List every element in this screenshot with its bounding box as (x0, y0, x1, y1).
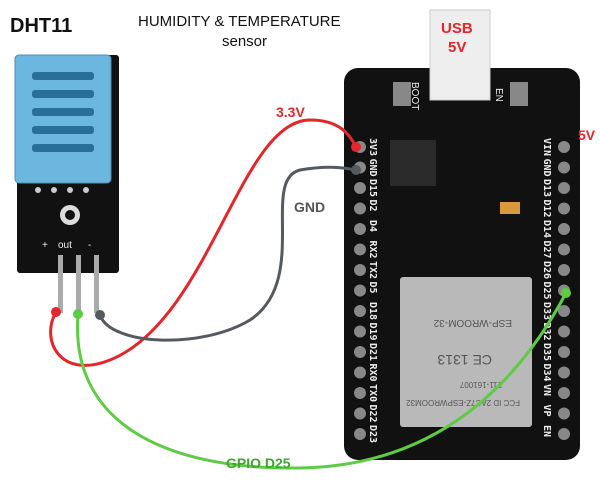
pin-d19 (354, 325, 366, 338)
sensor-pin-out: out (58, 240, 72, 251)
pin-label: D13 (541, 179, 552, 197)
label-gnd: GND (294, 199, 325, 215)
red-wire-end (51, 307, 61, 317)
pin-d27 (558, 243, 570, 256)
sensor-pin-minus: - (88, 240, 91, 251)
pin-d33 (558, 305, 570, 317)
pin-label: D5 (367, 282, 378, 294)
pin-label: VP (541, 405, 552, 417)
subtitle-line2: sensor (222, 33, 267, 50)
pin-label: 3V3 (367, 138, 378, 156)
sensor-pin-plus: + (42, 240, 48, 251)
pin-d18 (354, 305, 366, 317)
pin-gnd (558, 161, 570, 174)
pin-label: RX0 (367, 364, 378, 382)
green-wire-end (73, 309, 83, 319)
pin-label: D33 (541, 302, 552, 320)
wire-gpio-d25 (76, 292, 568, 470)
module-name: ESP-WROOM-32 (433, 317, 512, 328)
pin-label: D4 (367, 220, 378, 232)
label-3v3: 3.3V (276, 104, 305, 120)
boot-button[interactable] (393, 82, 411, 106)
pin-d4 (354, 223, 366, 235)
pin-rx0 (354, 366, 366, 379)
pin-label: D15 (367, 179, 378, 197)
pin-label: D22 (367, 405, 378, 423)
pin-d2 (354, 202, 366, 215)
pin-label: VN (541, 384, 552, 396)
pin-d26 (558, 264, 570, 276)
pin-label: VIN (541, 138, 552, 156)
label-gpio-d25: GPIO D25 (226, 455, 291, 471)
pin-label: D26 (541, 261, 552, 279)
pin-d13 (558, 182, 570, 194)
boot-label: BOOT (409, 82, 420, 110)
pin-d34 (558, 366, 570, 379)
pin-d12 (558, 202, 570, 215)
label-5v: 5V (578, 127, 596, 143)
pin-d5 (354, 284, 366, 297)
pin-label: RX2 (367, 241, 378, 259)
usb-uart-chip (390, 140, 436, 186)
pin-label: EN (541, 425, 552, 437)
usb-connector (429, 9, 491, 101)
pin-d35 (558, 346, 570, 358)
pin-label: TX0 (367, 384, 378, 402)
pin-d32 (558, 325, 570, 338)
en-label: EN (493, 88, 504, 102)
pin-label: D2 (367, 200, 378, 212)
pin-label: D27 (541, 241, 552, 259)
pin-label: D34 (541, 364, 552, 382)
dht11-sensor: + out - (14, 54, 119, 313)
pin-label: GND (541, 159, 552, 177)
pin-label: D18 (367, 302, 378, 320)
pin-label: D23 (367, 425, 378, 443)
esp-wroom-32-module (400, 277, 532, 427)
pin-label: D19 (367, 323, 378, 341)
pin-d15 (354, 182, 366, 194)
pin-label: D12 (541, 200, 552, 218)
en-button[interactable] (510, 82, 528, 106)
sensor-pins (58, 255, 99, 313)
wire-gnd (98, 165, 357, 342)
subtitle-line1: HUMIDITY & TEMPERATURE (138, 13, 341, 30)
pin-label: D14 (541, 220, 552, 238)
pin-vp (558, 407, 570, 420)
pin-label: D32 (541, 323, 552, 341)
pin-d21 (354, 346, 366, 358)
usb-label: USB (441, 20, 473, 37)
usb-voltage: 5V (448, 39, 466, 56)
pin-vin (558, 141, 570, 153)
gray-wire-end (95, 310, 105, 320)
pin-rx2 (354, 243, 366, 256)
pin-d14 (558, 223, 570, 235)
pin-label: D21 (367, 343, 378, 361)
pin-label: D35 (541, 343, 552, 361)
pin-vn (558, 387, 570, 399)
module-fcc: FCC ID 2AC7Z-ESPWROOM32 (406, 398, 520, 407)
wire-3v3 (49, 118, 358, 367)
pin-en (558, 428, 570, 440)
title: DHT11 (10, 15, 72, 37)
pin-d22 (354, 407, 366, 420)
pin-d23 (354, 428, 366, 440)
pin-tx2 (354, 264, 366, 276)
module-id: 211-161007 (459, 380, 502, 389)
pin-label: GND (367, 159, 378, 177)
esp32-board: USB 5V BOOT EN FCC ID 2AC7Z-ESPWROOM32 2… (344, 9, 580, 460)
pin-label: D25 (541, 282, 552, 300)
module-ce: CE 1313 (437, 352, 492, 368)
pin-tx0 (354, 387, 366, 399)
pin-label: TX2 (367, 261, 378, 279)
